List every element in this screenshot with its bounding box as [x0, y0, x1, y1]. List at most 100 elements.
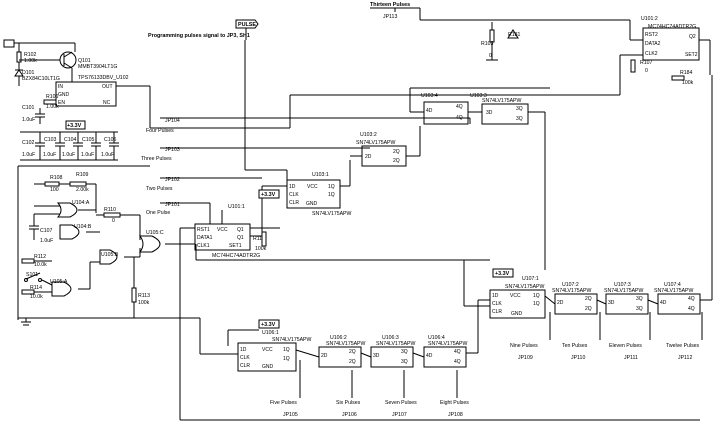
jp102-ref: JP102 — [165, 177, 180, 183]
r181-ref: R181 — [508, 32, 521, 38]
r108-resistor — [44, 181, 60, 187]
svg-text:4Q: 4Q — [688, 306, 695, 312]
r184-ref: R184 — [680, 70, 693, 76]
c103-ref: C103 — [44, 137, 57, 143]
svg-text:RST2: RST2 — [645, 32, 658, 38]
svg-text:2Q: 2Q — [349, 349, 356, 355]
svg-text:VCC: VCC — [217, 227, 228, 233]
r103-ref: R103 — [481, 41, 494, 47]
u101-2-flipflop — [642, 27, 700, 61]
svg-text:3D: 3D — [608, 300, 615, 306]
q101-transistor — [59, 51, 77, 69]
u104b-ref: U104:B — [74, 224, 92, 230]
r102-ref: R102 — [24, 52, 37, 58]
jp110-ref: JP110 — [571, 355, 585, 361]
u105b-ref: U105:B — [101, 252, 119, 258]
r110-resistor — [103, 212, 121, 218]
svg-text:3Q: 3Q — [636, 296, 643, 302]
u106-4-part: SN74LV175APW — [428, 341, 468, 347]
svg-text:IN: IN — [58, 84, 63, 90]
svg-text:CLK: CLK — [289, 192, 299, 198]
svg-text:DATA1: DATA1 — [197, 235, 213, 241]
r113-value: 100k — [138, 300, 150, 306]
s101-ref: S101 — [26, 272, 38, 278]
r113-resistor — [131, 287, 137, 303]
u106-2-ref: U106:2 — [330, 335, 347, 341]
r114-resistor — [21, 289, 35, 295]
u105b-gate — [99, 249, 118, 265]
c105-ref: C105 — [82, 137, 95, 143]
u101-1-flipflop — [194, 223, 251, 251]
svg-text:CLR: CLR — [240, 363, 250, 369]
r184-resistor — [671, 75, 685, 81]
svg-text:Q1: Q1 — [237, 235, 244, 241]
c107-capacitor — [29, 214, 39, 240]
u107-3-ref: U107:3 — [614, 282, 631, 288]
jp107-ref: JP107 — [392, 412, 407, 418]
svg-text:3D: 3D — [486, 110, 493, 116]
u106-3-ref: U106:3 — [382, 335, 399, 341]
svg-text:+3.3V: +3.3V — [495, 271, 510, 277]
u106-1-part: SN74LV175APW — [272, 337, 312, 343]
c107-value: 1.0uF — [40, 238, 53, 244]
c106-value: 1.0uF — [101, 152, 114, 158]
jp111-ref: JP111 — [624, 355, 638, 361]
svg-text:1D: 1D — [289, 184, 296, 190]
c104-value: 1.0uF — [62, 152, 75, 158]
jumper-column-left — [160, 117, 175, 204]
r114-value: 10.0k — [30, 294, 43, 300]
u105c-gate — [139, 235, 161, 253]
c101-capacitor — [35, 108, 45, 124]
v33-flag-d: +3.3V — [258, 189, 280, 199]
r109-value: 2.00k — [76, 187, 89, 193]
svg-text:RST1: RST1 — [197, 227, 210, 233]
svg-text:2D: 2D — [321, 353, 328, 359]
u101-1-part: MC74HC74ADTR2G — [212, 253, 260, 259]
u107-4-part: SN74LV175APW — [654, 288, 694, 294]
d101-value: BZX84C10LT1G — [22, 76, 60, 82]
svg-text:+3.3V: +3.3V — [261, 192, 276, 198]
svg-text:GND: GND — [511, 311, 523, 317]
u101-2-part: MC74HC74ADTR2G — [648, 24, 696, 30]
r107-resistor — [630, 59, 636, 73]
r106-resistor — [43, 99, 57, 105]
u103-1-register — [286, 179, 341, 209]
svg-text:OUT: OUT — [102, 84, 113, 90]
svg-text:2Q: 2Q — [393, 149, 400, 155]
svg-text:4Q: 4Q — [454, 349, 461, 355]
r184-value: 100k — [682, 80, 694, 86]
jp107-label: Seven Pulses — [385, 400, 417, 406]
svg-text:VCC: VCC — [307, 184, 318, 190]
r111-ref: R111 — [253, 236, 265, 242]
svg-text:3Q: 3Q — [401, 359, 408, 365]
svg-text:3Q: 3Q — [636, 306, 643, 312]
jp105-label: Five Pulses — [270, 400, 297, 406]
u106-2-part: SN74LV175APW — [326, 341, 366, 347]
svg-text:1D: 1D — [492, 293, 499, 299]
u103-1-part: SN74LV175APW — [312, 211, 352, 217]
svg-text:1Q: 1Q — [283, 356, 290, 362]
svg-text:4D: 4D — [426, 108, 433, 114]
svg-text:DATA2: DATA2 — [645, 41, 661, 47]
svg-text:3D: 3D — [373, 353, 380, 359]
r114-ref: R114 — [30, 285, 42, 291]
jp108-ref: JP108 — [448, 412, 463, 418]
jp110-label: Ten Pulses — [562, 343, 588, 349]
jp105-ref: JP105 — [283, 412, 298, 418]
u106-4-ref: U106:4 — [428, 335, 445, 341]
r108-ref: R108 — [50, 175, 63, 181]
u105c-ref: U105:C — [146, 230, 164, 236]
c102-ref: C102 — [22, 140, 35, 146]
svg-text:CLR: CLR — [492, 309, 502, 315]
q101-value: MMBT3904LT1G — [78, 64, 117, 70]
jp106-label: Six Pulses — [336, 400, 361, 406]
r113-ref: R113 — [138, 293, 150, 299]
u104b-gate — [59, 224, 80, 240]
r106-value: 1.00k — [46, 104, 59, 110]
r109-ref: R109 — [76, 172, 89, 178]
svg-text:GND: GND — [262, 364, 274, 370]
r108-value: 100 — [50, 187, 59, 193]
svg-text:1Q: 1Q — [328, 184, 335, 190]
